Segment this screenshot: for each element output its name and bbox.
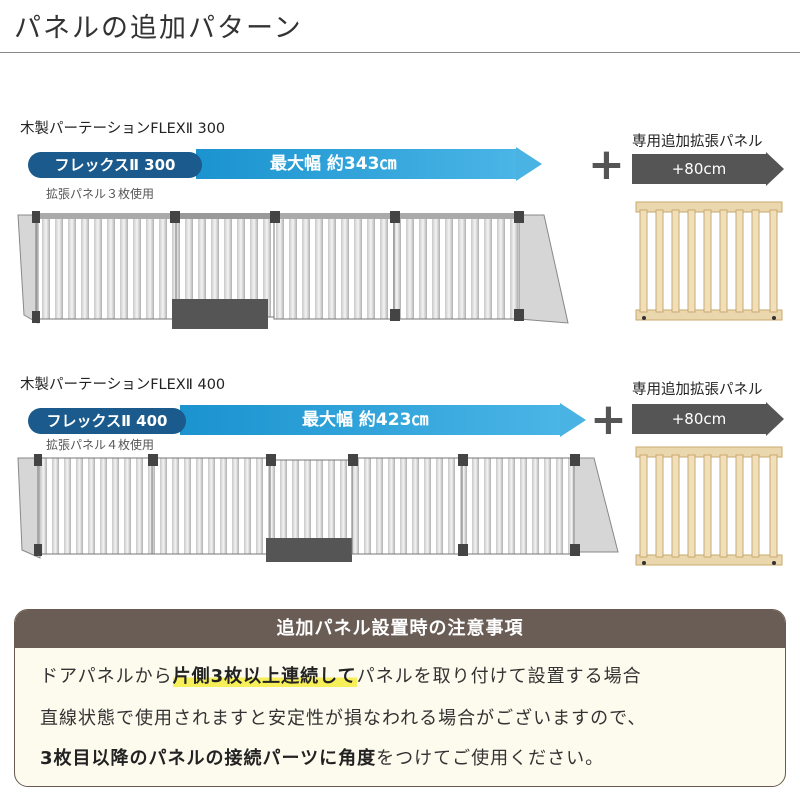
sub-note-400: 拡張パネル４枚使用 — [46, 438, 155, 452]
notice-line-3: 3枚目以降のパネルの接続パーツに角度をつけてご使用ください。 — [40, 744, 604, 770]
page-title: パネルの追加パターン — [14, 13, 303, 44]
notice-line-1-pre: ドアパネルから — [40, 666, 173, 687]
extension-title-400: 専用追加拡張パネル — [632, 382, 763, 398]
max-width-arrow-400 — [180, 403, 586, 437]
extension-arrow-400: +80cm — [632, 402, 784, 436]
notice-box: 追加パネル設置時の注意事項 — [14, 609, 786, 787]
notice-bold-text: 3枚目以降のパネルの接続パーツに角度 — [40, 748, 377, 769]
max-width-label-400: 最大幅 約423㎝ — [302, 410, 429, 430]
product-name-300: 木製パーテーションFLEXⅡ 300 — [20, 121, 226, 137]
extension-arrow-300: +80cm — [632, 152, 784, 186]
notice-line-1: ドアパネルから片側3枚以上連続してパネルを取り付けて設置する場合 — [40, 662, 642, 688]
max-width-arrow-300 — [196, 147, 542, 181]
notice-line-3-post: をつけてご使用ください。 — [376, 748, 605, 769]
product-name-400: 木製パーテーションFLEXⅡ 400 — [20, 377, 226, 393]
extension-width-400: +80cm — [632, 404, 766, 434]
fence-illustration-300 — [17, 211, 569, 329]
model-badge-400: フレックスⅡ 400 — [28, 408, 186, 434]
plus-icon: + — [590, 394, 627, 445]
extension-panel-image-400 — [635, 446, 783, 566]
sub-note-300: 拡張パネル３枚使用 — [46, 187, 155, 201]
extension-panel-image-300 — [635, 201, 783, 321]
extension-title-300: 専用追加拡張パネル — [632, 134, 763, 150]
model-badge-300: フレックスⅡ 300 — [28, 152, 202, 178]
notice-line-1-post: パネルを取り付けて設置する場合 — [356, 666, 642, 687]
plus-icon: + — [588, 139, 625, 190]
header-divider — [0, 52, 800, 53]
notice-highlight: 片側3枚以上連続して — [172, 666, 357, 687]
extension-width-300: +80cm — [632, 154, 766, 184]
fence-illustration-400 — [17, 454, 619, 562]
max-width-label-300: 最大幅 約343㎝ — [270, 154, 397, 174]
notice-title: 追加パネル設置時の注意事項 — [15, 610, 785, 648]
notice-line-2: 直線状態で使用されますと安定性が損なわれる場合がございますので、 — [40, 708, 647, 729]
